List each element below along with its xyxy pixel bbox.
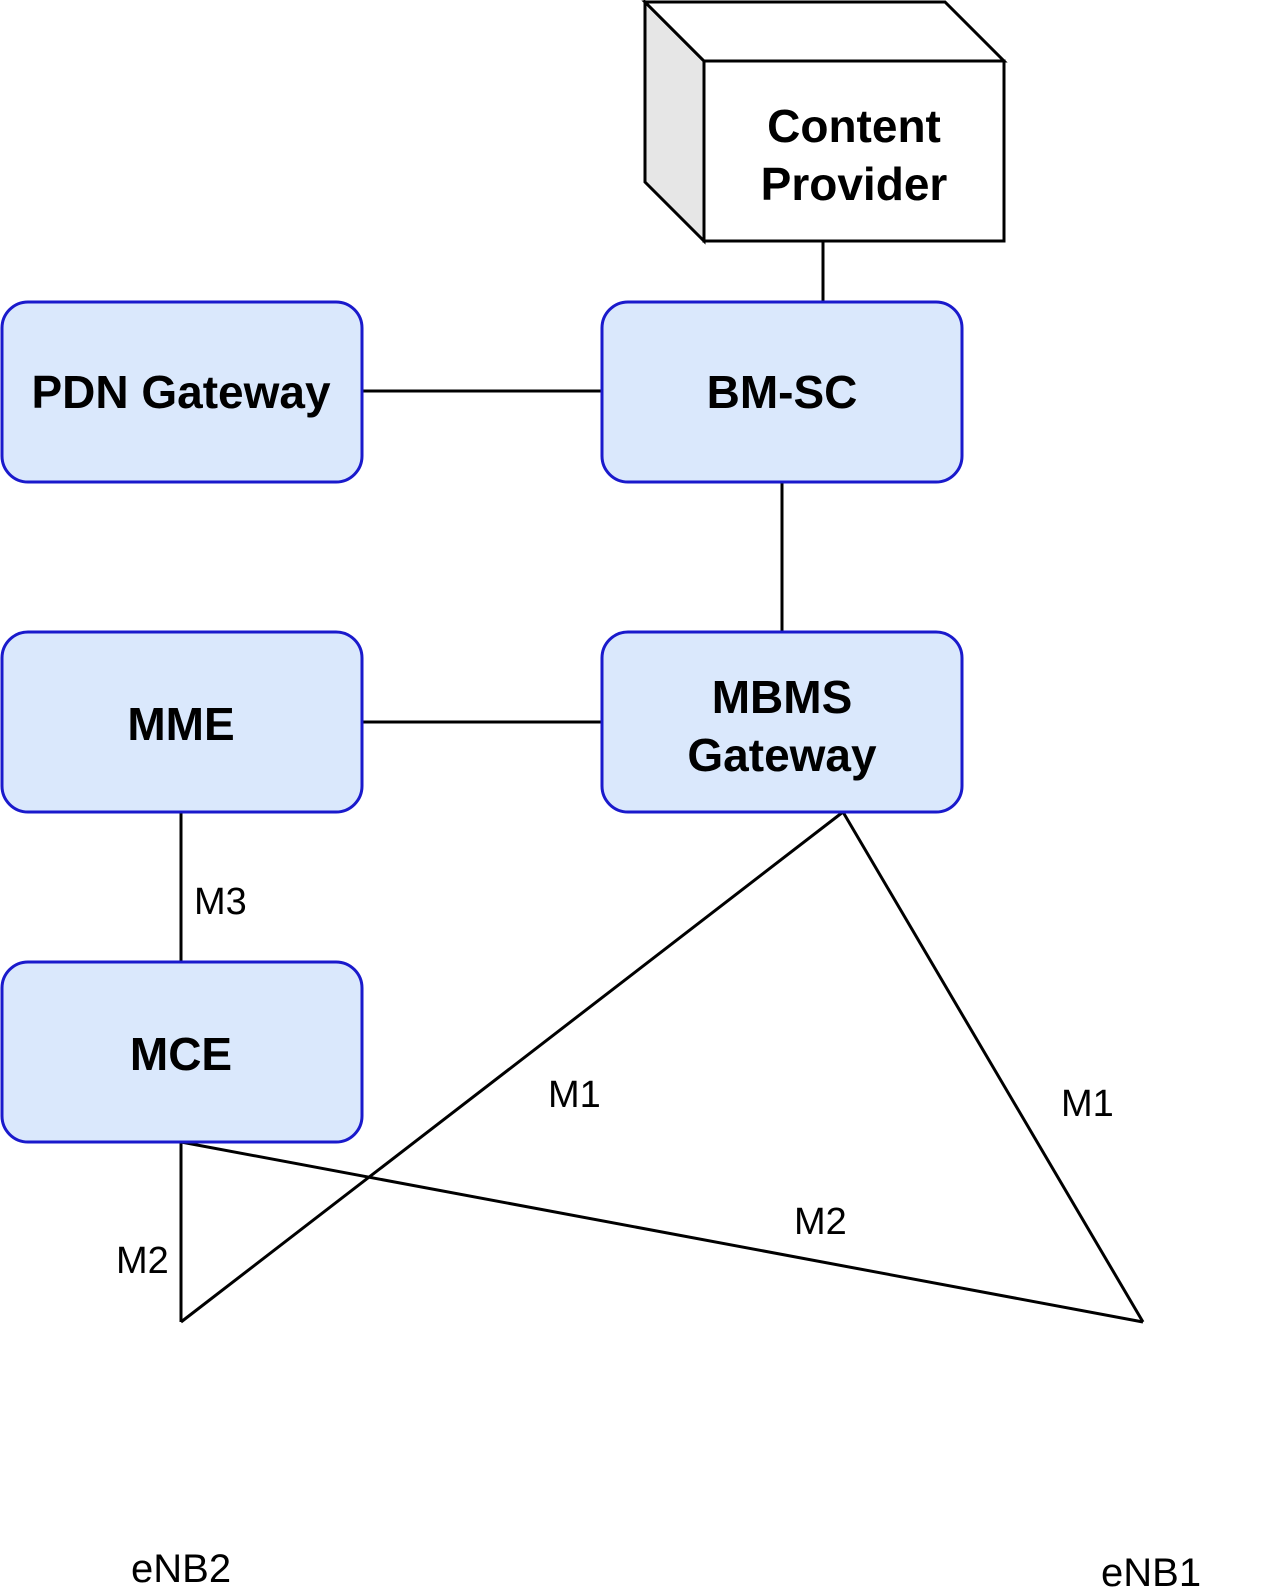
mme-box <box>0 630 364 814</box>
mce-label: MCE <box>130 1028 232 1080</box>
edge-label-m3: M3 <box>194 881 247 923</box>
connectors <box>179 241 1145 1324</box>
edge-label-m1-right: M1 <box>1061 1083 1114 1125</box>
enb2-label: eNB2 <box>131 1547 231 1591</box>
content-provider-label-line1: Content <box>767 100 941 152</box>
edge-label-m1-left: M1 <box>548 1074 601 1116</box>
mme-label: MME <box>127 698 234 750</box>
edge-mbms-enb1 <box>841 811 1145 1323</box>
pdn-gateway-node: PDN Gateway <box>0 300 364 484</box>
edge-label-m2-center: M2 <box>794 1201 847 1243</box>
content-provider-label-line2: Provider <box>761 158 948 210</box>
cube-front-face <box>702 59 1006 243</box>
pdn-gateway-label: PDN Gateway <box>31 366 331 418</box>
edge-label-m2-left: M2 <box>116 1240 169 1282</box>
mce-node: MCE <box>0 960 364 1144</box>
cube-top-face <box>641 0 1008 63</box>
bm-sc-label: BM-SC <box>707 366 858 418</box>
edge-mce-enb1 <box>180 1140 1144 1324</box>
mce-box <box>0 960 364 1144</box>
mbms-gateway-node: MBMS Gateway <box>600 630 964 814</box>
bm-sc-node: BM-SC <box>600 300 964 484</box>
content-provider-node: Content Provider <box>641 0 1008 245</box>
mme-node: MME <box>0 630 364 814</box>
mbms-gateway-label-line1: MBMS <box>712 671 853 723</box>
mbms-gateway-box <box>600 630 964 814</box>
pdn-gateway-box <box>0 300 364 484</box>
enb1-label: eNB1 <box>1101 1551 1201 1592</box>
edge-mbms-enb2 <box>180 810 844 1324</box>
mbms-gateway-label-line2: Gateway <box>687 729 877 781</box>
bm-sc-box <box>600 300 964 484</box>
